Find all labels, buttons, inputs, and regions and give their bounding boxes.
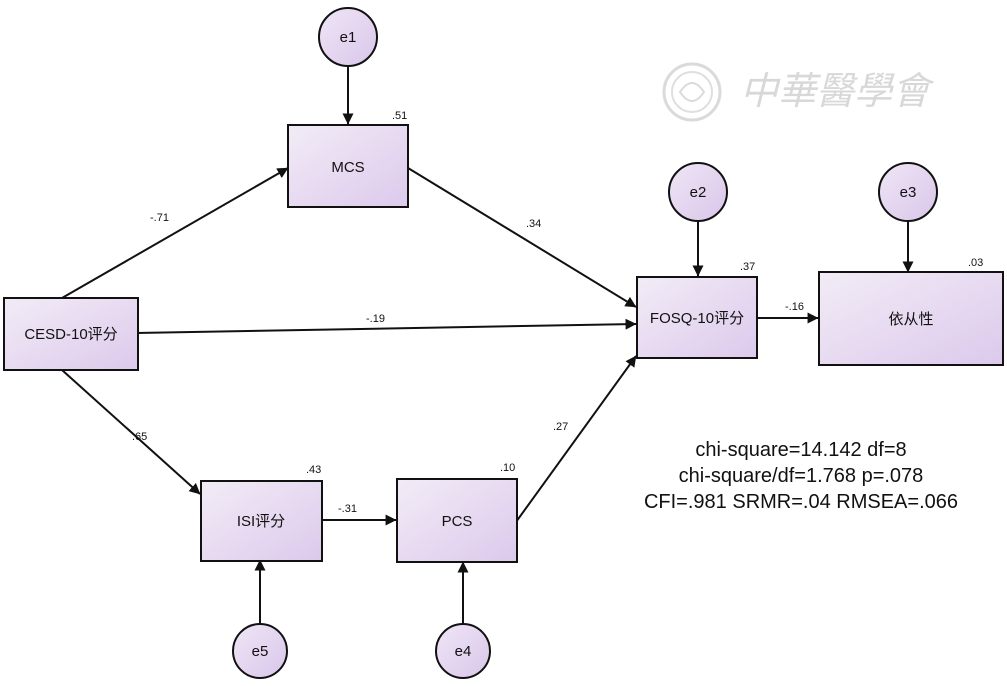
- fit-line-3: CFI=.981 SRMR=.04 RMSEA=.066: [643, 491, 959, 513]
- r2-adherence: .03: [968, 257, 983, 269]
- r2-pcs: .10: [500, 462, 515, 474]
- box-pcs-label: PCS: [442, 513, 473, 530]
- error-e1: e1: [318, 7, 378, 67]
- error-e4: e4: [435, 623, 491, 679]
- box-pcs: PCS: [396, 478, 518, 563]
- path-pcs-fosq: [515, 355, 637, 523]
- coef-cesd-fosq: -.19: [366, 313, 385, 325]
- coef-pcs-fosq: .27: [553, 421, 568, 433]
- coef-cesd-isi: .65: [132, 431, 147, 443]
- coef-mcs-fosq: .34: [526, 218, 541, 230]
- box-fosq-label: FOSQ-10评分: [650, 310, 744, 327]
- error-e3-label: e3: [900, 184, 917, 201]
- path-mcs-fosq: [407, 167, 637, 308]
- path-cesd-isi: [61, 369, 201, 495]
- box-mcs: MCS: [287, 124, 409, 208]
- watermark-text: 中華醫學會: [740, 69, 935, 113]
- error-e5-label: e5: [252, 643, 269, 660]
- error-e5: e5: [232, 623, 288, 679]
- watermark-logo: 中華醫學會: [662, 62, 935, 122]
- r2-mcs: .51: [392, 110, 407, 122]
- error-e3: e3: [878, 162, 938, 222]
- coef-isi-pcs: -.31: [338, 503, 357, 515]
- path-cesd-mcs: [61, 167, 289, 299]
- box-adherence-label: 依从性: [888, 311, 933, 328]
- box-adherence: 依从性: [818, 271, 1004, 366]
- box-cesd-label: CESD-10评分: [24, 326, 117, 343]
- box-isi-label: ISI评分: [237, 513, 285, 530]
- error-e2: e2: [668, 162, 728, 222]
- coef-fosq-adherence: -.16: [785, 301, 804, 313]
- path-cesd-fosq: [135, 318, 637, 334]
- box-isi: ISI评分: [200, 480, 323, 562]
- box-cesd: CESD-10评分: [3, 297, 139, 371]
- box-fosq: FOSQ-10评分: [636, 276, 758, 359]
- error-e1-label: e1: [340, 29, 357, 46]
- r2-isi: .43: [306, 464, 321, 476]
- box-mcs-label: MCS: [331, 159, 364, 176]
- fit-statistics: chi-square=14.142 df=8 chi-square/df=1.7…: [601, 437, 1001, 515]
- fit-line-1: chi-square=14.142 df=8: [695, 439, 907, 461]
- coef-cesd-mcs: -.71: [150, 212, 169, 224]
- error-e4-label: e4: [455, 643, 472, 660]
- r2-fosq: .37: [740, 261, 755, 273]
- error-e2-label: e2: [690, 184, 707, 201]
- fit-line-2: chi-square/df=1.768 p=.078: [678, 465, 924, 487]
